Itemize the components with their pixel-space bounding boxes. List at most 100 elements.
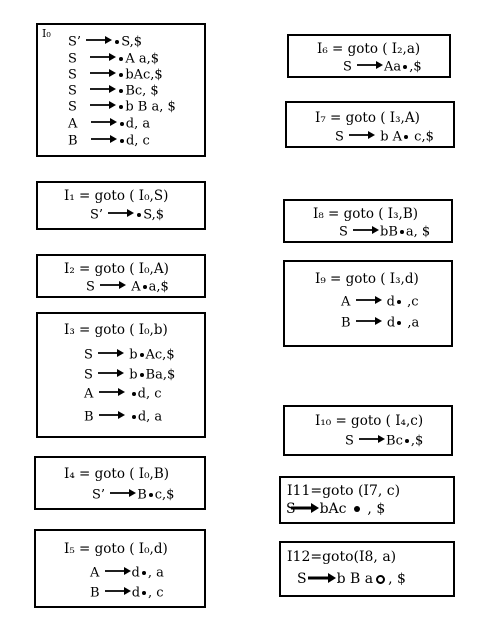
- item-dot-icon: [139, 353, 144, 357]
- item-rhs: A a,$: [125, 51, 159, 67]
- item-rhs: , $: [388, 571, 406, 587]
- item-i9-0: A d ,c: [341, 294, 419, 311]
- item-pre: d: [386, 294, 395, 310]
- state-i6-title: I₆ = goto ( I₂,a): [317, 41, 421, 57]
- state-i9-title: I₉ = goto ( I₃,d): [315, 271, 419, 287]
- item-lhs: B: [68, 133, 78, 149]
- arrow-icon: [109, 487, 137, 503]
- item-rhs: b B a, $: [125, 99, 176, 115]
- item-rhs: c,$: [414, 129, 434, 145]
- item-dot-icon: [139, 373, 144, 377]
- item-i3-0: S b Ac,$: [84, 347, 175, 364]
- item-pre: d: [131, 565, 140, 581]
- arrow-icon: [97, 367, 125, 383]
- item-i0-0: S’ S,$: [68, 34, 142, 51]
- item-i6-0: S Aa,$: [343, 59, 422, 76]
- item-lhs: S: [68, 51, 77, 67]
- arrow-icon: [89, 51, 117, 67]
- state-i7-title: I₇ = goto ( I₃,A): [315, 110, 420, 126]
- item-lhs: S: [297, 571, 307, 587]
- state-i1-box: I₁ = goto ( I₀,S) S’ S,$: [36, 181, 206, 230]
- item-dot-icon: [148, 493, 153, 497]
- item-i3-3: B d, a: [84, 409, 162, 426]
- arrow-icon: [104, 565, 132, 581]
- item-i0-5: A d, a: [68, 116, 150, 133]
- item-dot-icon: [131, 392, 136, 396]
- item-dot-icon: [119, 122, 124, 126]
- item-i0-2: S bAc,$: [68, 67, 163, 84]
- item-lhs: S: [343, 59, 352, 75]
- arrow-icon: [90, 133, 118, 149]
- item-pre: b: [129, 367, 138, 383]
- item-rhs: Ac,$: [145, 347, 175, 363]
- item-lhs: S’: [68, 34, 82, 50]
- state-i5-title: I₅ = goto ( I₀,d): [64, 541, 168, 557]
- item-rhs: S,$: [143, 207, 165, 223]
- arrow-icon: [99, 279, 127, 295]
- item-rhs: bAc,$: [125, 67, 163, 83]
- item-rhs: c,$: [154, 487, 175, 503]
- item-dot-icon: [404, 135, 409, 139]
- state-i6-box: I₆ = goto ( I₂,a) S Aa,$: [287, 34, 451, 78]
- state-i8-title: I₈ = goto ( I₃,B): [313, 206, 419, 222]
- item-i5-1: B d, c: [90, 585, 164, 602]
- item-dot-icon: [141, 571, 146, 575]
- state-i3-title: I₃ = goto ( I₀,b): [64, 322, 168, 338]
- item-lhs: A: [90, 565, 100, 581]
- item-dot-icon: [131, 415, 136, 419]
- arrow-icon: [90, 116, 118, 132]
- item-lhs: S: [335, 129, 344, 145]
- arrow-icon: [85, 34, 113, 50]
- state-i0-label: I₀: [42, 27, 51, 40]
- state-i11-title: I11=goto (I7, c): [287, 483, 401, 499]
- item-dot-icon: [376, 574, 386, 584]
- item-i7-0: S b A c,$: [335, 129, 434, 146]
- item-pre: Aa: [384, 59, 402, 75]
- arrow-icon: [355, 294, 383, 310]
- item-lhs: S: [84, 347, 93, 363]
- arrow-icon: [98, 409, 126, 425]
- arrow-icon: [358, 433, 386, 449]
- item-rhs: a, $: [405, 224, 431, 240]
- state-i7-box: I₇ = goto ( I₃,A) S b A c,$: [285, 101, 455, 148]
- state-i10-title: I₁₀ = goto ( I₄,c): [315, 413, 424, 429]
- item-dot-icon: [142, 591, 147, 595]
- item-i10-0: S Bc,$: [345, 433, 423, 450]
- item-lhs: A: [84, 386, 94, 402]
- arrow-icon: [104, 585, 132, 601]
- item-dot-icon: [119, 57, 124, 61]
- arrow-icon: [307, 571, 337, 587]
- item-pre: Bc: [386, 433, 403, 449]
- state-i5-box: I₅ = goto ( I₀,d) A d, a B d, c: [34, 529, 206, 608]
- item-dot-icon: [403, 65, 408, 69]
- item-rhs: d, a: [125, 116, 151, 132]
- item-lhs: S: [68, 83, 77, 99]
- item-pre: d: [131, 585, 141, 601]
- arrow-icon: [348, 129, 376, 145]
- arrow-icon: [352, 224, 380, 240]
- item-lhs: S’: [92, 487, 106, 503]
- item-rhs: ,c: [407, 294, 419, 310]
- item-rhs: d, c: [125, 133, 150, 149]
- item-dot-icon: [397, 321, 402, 325]
- item-pre: d: [386, 315, 396, 331]
- item-pre: b: [129, 347, 138, 363]
- item-pre: b A: [380, 129, 403, 145]
- item-dot-icon: [399, 230, 404, 234]
- arrow-icon: [356, 59, 384, 75]
- item-lhs: A: [341, 294, 351, 310]
- item-pre: A: [131, 279, 141, 295]
- item-lhs: S: [345, 433, 354, 449]
- item-lhs: B: [341, 315, 351, 331]
- state-i10-box: I₁₀ = goto ( I₄,c) S Bc,$: [283, 405, 453, 456]
- item-dot-icon: [119, 89, 124, 93]
- arrow-icon: [290, 501, 320, 517]
